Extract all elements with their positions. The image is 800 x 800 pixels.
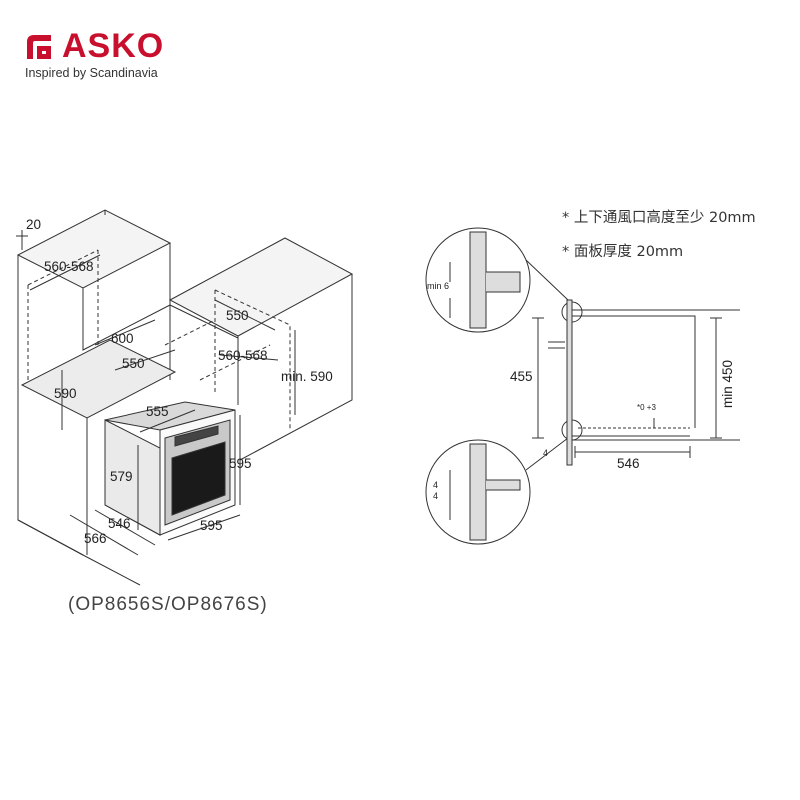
note-ventilation: * 上下通風口高度至少 20mm	[562, 210, 756, 226]
dim-546: 546	[108, 516, 131, 531]
dim-4-c: 4	[543, 448, 548, 458]
dim-546-section: 546	[617, 456, 640, 471]
tolerance-label: *0 +3	[637, 403, 656, 412]
dim-555: 555	[146, 404, 169, 419]
brand-name: ASKO	[62, 27, 165, 65]
note-panel-thickness: * 面板厚度 20mm	[562, 244, 684, 260]
dim-595-width: 595	[200, 518, 223, 533]
dim-4-b: 4	[433, 491, 438, 501]
dim-579: 579	[110, 469, 133, 484]
dim-min-450: min 450	[720, 360, 735, 408]
brand-tagline: Inspired by Scandinavia	[25, 66, 158, 80]
asko-logo: ASKO Inspired by Scandinavia	[24, 28, 224, 88]
model-label: (OP8656S/OP8676S)	[68, 594, 268, 615]
dim-min-590: min. 590	[281, 369, 333, 384]
dim-550-right: 550	[226, 308, 249, 323]
dim-455: 455	[510, 369, 533, 384]
dim-20: 20	[26, 217, 41, 232]
dim-600: 600	[111, 331, 134, 346]
dim-595-height: 595	[229, 456, 252, 471]
dim-560-568-right: 560-568	[218, 348, 268, 363]
dim-560-568-top: 560-568	[44, 259, 94, 274]
dim-590: 590	[54, 386, 77, 401]
asko-logo-icon	[27, 35, 51, 59]
dim-550-left: 550	[122, 356, 145, 371]
dim-min-6: min 6	[427, 281, 449, 291]
dim-4-a: 4	[433, 480, 438, 490]
dim-566: 566	[84, 531, 107, 546]
